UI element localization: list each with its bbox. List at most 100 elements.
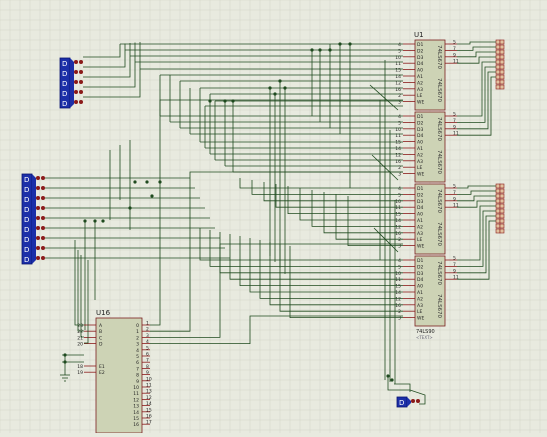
probe-pin[interactable]: [36, 226, 40, 230]
u1-section-3[interactable]: [414, 255, 446, 327]
probe-pin[interactable]: [36, 196, 40, 200]
probe-pin[interactable]: [41, 256, 45, 260]
u1-section-1[interactable]: [414, 111, 446, 183]
probe-pin[interactable]: [41, 186, 45, 190]
output-terminal[interactable]: [499, 84, 505, 90]
probe-pin[interactable]: [36, 176, 40, 180]
u1-section-0[interactable]: [414, 39, 446, 111]
output-terminal[interactable]: [495, 44, 501, 50]
output-terminal[interactable]: [499, 198, 505, 204]
probe-pin[interactable]: [79, 60, 83, 64]
output-terminal[interactable]: [499, 74, 505, 80]
wire: [373, 227, 399, 253]
probe-pin[interactable]: [36, 256, 40, 260]
wire: [239, 236, 403, 287]
output-terminal[interactable]: [499, 213, 505, 219]
probe-pin[interactable]: [79, 90, 83, 94]
probe-pin[interactable]: [74, 80, 78, 84]
probe-pin[interactable]: [41, 176, 45, 180]
u1-pin-label: A0: [417, 68, 423, 74]
output-terminal[interactable]: [495, 193, 501, 199]
output-terminal[interactable]: [499, 69, 505, 75]
decoder-wire: [150, 171, 403, 332]
wire: [269, 242, 403, 306]
probe-pin[interactable]: [74, 100, 78, 104]
probe-pin[interactable]: [79, 100, 83, 104]
u1-pin-label: D4: [417, 277, 423, 283]
probe-pin[interactable]: [74, 60, 78, 64]
u1-seg-label: 74LS670: [436, 45, 442, 70]
probe-pin[interactable]: [36, 186, 40, 190]
probe-pin[interactable]: [41, 206, 45, 210]
output-terminal[interactable]: [499, 218, 505, 224]
output-terminal[interactable]: [499, 203, 505, 209]
wire: [275, 184, 403, 208]
probe-pin[interactable]: [41, 226, 45, 230]
output-terminal[interactable]: [495, 198, 501, 204]
probe-pin[interactable]: [74, 90, 78, 94]
output-terminal[interactable]: [495, 74, 501, 80]
output-terminal[interactable]: [495, 59, 501, 65]
output-terminal[interactable]: [499, 49, 505, 55]
probe-pin[interactable]: [411, 399, 415, 403]
output-terminal[interactable]: [499, 39, 505, 45]
u1-pin-number: 5: [398, 264, 401, 270]
output-terminal[interactable]: [499, 79, 505, 85]
wire: [83, 44, 121, 58]
probe-pin[interactable]: [36, 206, 40, 210]
output-terminal[interactable]: [495, 49, 501, 55]
probe-pin[interactable]: [36, 216, 40, 220]
output-terminal[interactable]: [499, 183, 505, 189]
output-terminal[interactable]: [499, 54, 505, 60]
u16-out-number: 7: [136, 366, 139, 372]
wire: [369, 84, 399, 111]
output-terminal[interactable]: [495, 213, 501, 219]
probe-pin[interactable]: [41, 236, 45, 240]
output-terminal[interactable]: [499, 193, 505, 199]
output-terminal[interactable]: [495, 84, 501, 90]
probe-pin[interactable]: [41, 196, 45, 200]
output-terminal[interactable]: [495, 228, 501, 234]
output-terminal[interactable]: [495, 183, 501, 189]
probe-pin[interactable]: [36, 246, 40, 250]
probe-pin[interactable]: [416, 399, 420, 403]
probe-pin[interactable]: [79, 80, 83, 84]
output-terminal[interactable]: [495, 223, 501, 229]
u1-seg-label: 74LS670: [436, 261, 442, 286]
output-terminal[interactable]: [499, 228, 505, 234]
u1-section-2[interactable]: [414, 183, 446, 255]
probe-pin[interactable]: [41, 246, 45, 250]
u1-pin-label: D2: [417, 192, 423, 198]
output-terminal[interactable]: [499, 64, 505, 70]
probe-pin[interactable]: [79, 70, 83, 74]
u1-pin-number: 14: [395, 218, 401, 224]
output-terminal[interactable]: [495, 188, 501, 194]
output-terminal[interactable]: [499, 208, 505, 214]
u16-out-label: 17: [146, 420, 152, 426]
output-terminal[interactable]: [499, 44, 505, 50]
output-terminal[interactable]: [495, 208, 501, 214]
output-terminal[interactable]: [495, 218, 501, 224]
u1-seg-label: 74LS670: [436, 78, 442, 103]
u1-pin-number: 9: [453, 52, 456, 58]
output-terminal[interactable]: [499, 223, 505, 229]
output-terminal[interactable]: [499, 188, 505, 194]
u1-pin-number: 9: [453, 196, 456, 202]
u1-pin-label: LE: [417, 93, 423, 99]
output-terminal[interactable]: [495, 203, 501, 209]
output-terminal[interactable]: [495, 69, 501, 75]
probe-pin[interactable]: [36, 236, 40, 240]
output-terminal[interactable]: [495, 54, 501, 60]
output-terminal[interactable]: [495, 64, 501, 70]
output-terminal[interactable]: [495, 79, 501, 85]
probe-pin[interactable]: [41, 216, 45, 220]
output-terminal[interactable]: [495, 39, 501, 45]
u16-chip[interactable]: [95, 317, 143, 434]
u1-pin-label: A2: [417, 296, 423, 302]
u1-pin-number: 4: [398, 114, 401, 120]
probe-pin[interactable]: [74, 70, 78, 74]
u1-pin-label: LE: [417, 237, 423, 243]
output-terminal[interactable]: [499, 59, 505, 65]
